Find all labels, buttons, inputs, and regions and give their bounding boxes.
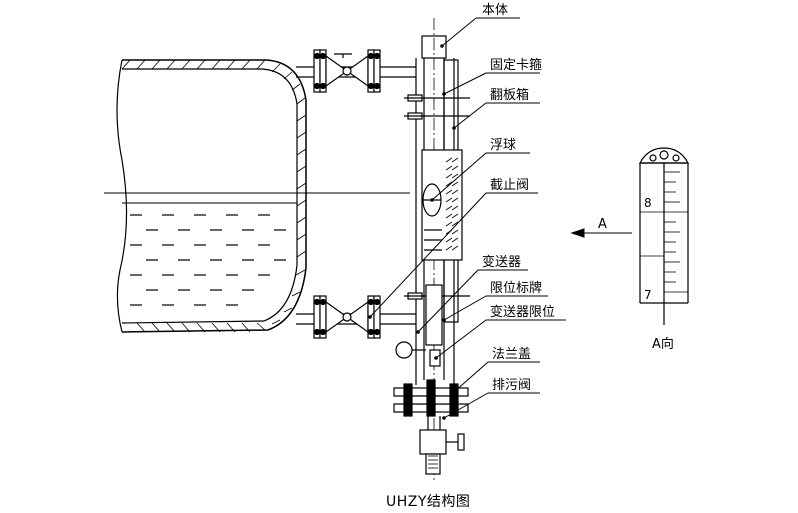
tank	[104, 59, 410, 333]
label-flap-box: 翻板箱	[490, 87, 529, 103]
label-flange-cover: 法兰盖	[492, 347, 531, 362]
leader-arrowheads	[368, 44, 456, 420]
label-transmitter-limit: 变送器限位	[490, 304, 555, 320]
label-clamp: 固定卡箍	[490, 57, 542, 73]
view-arrow-label: A	[598, 217, 607, 232]
leader-lines	[369, 17, 566, 419]
diagram-caption: UHZY结构图	[386, 494, 470, 510]
label-drain-valve: 排污阀	[492, 378, 531, 393]
label-body: 本体	[482, 3, 508, 18]
label-limit-plate: 限位标牌	[490, 280, 542, 296]
scale-mark-upper: 8	[644, 196, 652, 210]
scale-mark-lower: 7	[644, 288, 652, 302]
gauge-body	[393, 18, 470, 480]
liquid-dashes	[130, 214, 286, 306]
upper-connection	[296, 49, 416, 93]
lower-connection	[296, 295, 416, 339]
a-view-title: A向	[652, 336, 674, 352]
label-float: 浮球	[490, 138, 516, 153]
view-arrow	[570, 228, 632, 238]
a-view-scale	[638, 147, 690, 325]
label-transmitter: 变送器	[482, 254, 521, 270]
label-stop-valve: 截止阀	[490, 178, 529, 193]
